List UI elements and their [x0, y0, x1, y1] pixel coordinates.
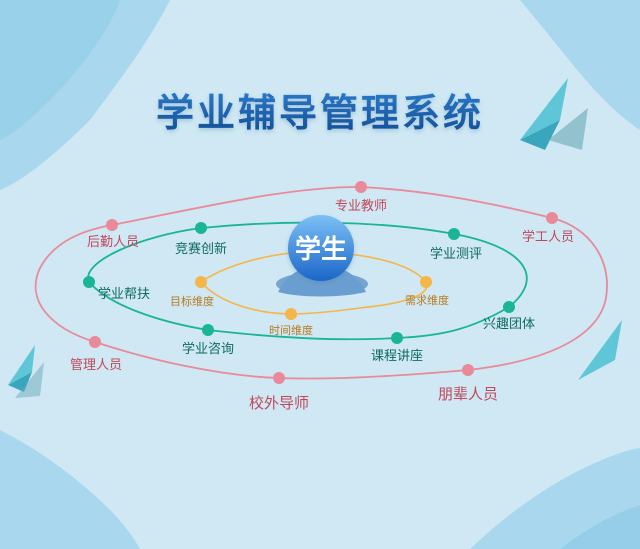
center-label: 学生 [295, 234, 347, 265]
outer-node-4 [89, 336, 101, 348]
page-title: 学业辅导管理系统 [156, 91, 484, 135]
outer-label-2: 朋辈人员 [438, 385, 498, 403]
outer-label-5: 后勤人员 [87, 235, 139, 250]
middle-label-1: 学业测评 [430, 246, 482, 262]
middle-node-4 [202, 324, 214, 336]
inner-node-2 [285, 308, 297, 320]
middle-label-2: 兴趣团体 [483, 317, 535, 332]
center-circle [288, 215, 354, 281]
inner-label-1: 需求维度 [405, 293, 449, 307]
outer-label-3: 校外导师 [249, 394, 309, 412]
outer-node-0 [355, 181, 367, 193]
outer-label-4: 管理人员 [70, 358, 122, 373]
middle-label-3: 课程讲座 [371, 349, 423, 364]
middle-label-0: 竞赛创新 [175, 241, 227, 257]
inner-label-2: 时间维度 [269, 323, 313, 337]
middle-label-5: 学业帮扶 [98, 286, 150, 302]
inner-node-1 [420, 276, 432, 288]
middle-node-3 [391, 332, 403, 344]
outer-node-2 [462, 364, 474, 376]
outer-label-1: 学工人员 [522, 229, 574, 245]
middle-node-0 [195, 222, 207, 234]
outer-label-0: 专业教师 [335, 198, 387, 214]
inner-label-0: 目标维度 [170, 294, 214, 308]
middle-node-1 [448, 228, 460, 240]
middle-node-2 [503, 301, 515, 313]
middle-node-5 [83, 276, 95, 288]
outer-node-3 [273, 372, 285, 384]
inner-node-0 [195, 276, 207, 288]
center-base-shape [278, 266, 366, 297]
outer-node-1 [546, 212, 558, 224]
outer-node-5 [106, 219, 118, 231]
middle-label-4: 学业咨询 [182, 341, 234, 357]
